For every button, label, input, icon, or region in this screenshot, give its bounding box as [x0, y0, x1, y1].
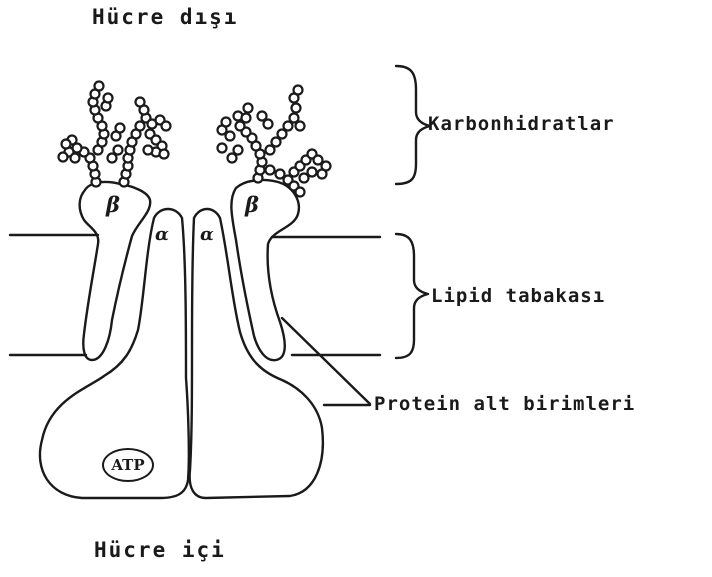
label-protein-subunits: Protein alt birimleri: [374, 393, 635, 415]
alpha-subunit-right: [190, 209, 323, 498]
label-outside-cell: Hücre dışı: [92, 5, 238, 29]
pointer-line-beta: [282, 318, 370, 404]
alpha-label-left: α: [155, 224, 169, 245]
carbohydrate-chains-left: [59, 82, 171, 187]
label-carbohydrates: Karbonhidratlar: [428, 113, 615, 135]
atp-label: ATP: [102, 448, 154, 482]
alpha-label-right: α: [200, 224, 214, 245]
beta-label-right: β: [245, 192, 259, 217]
label-inside-cell: Hücre içi: [94, 538, 226, 562]
beta-label-left: β: [106, 192, 120, 217]
carbohydrate-bracket: [396, 66, 430, 184]
lipid-bracket: [396, 234, 428, 358]
carbohydrate-chains-right: [218, 86, 331, 197]
label-lipid-layer: Lipid tabakası: [431, 285, 605, 307]
